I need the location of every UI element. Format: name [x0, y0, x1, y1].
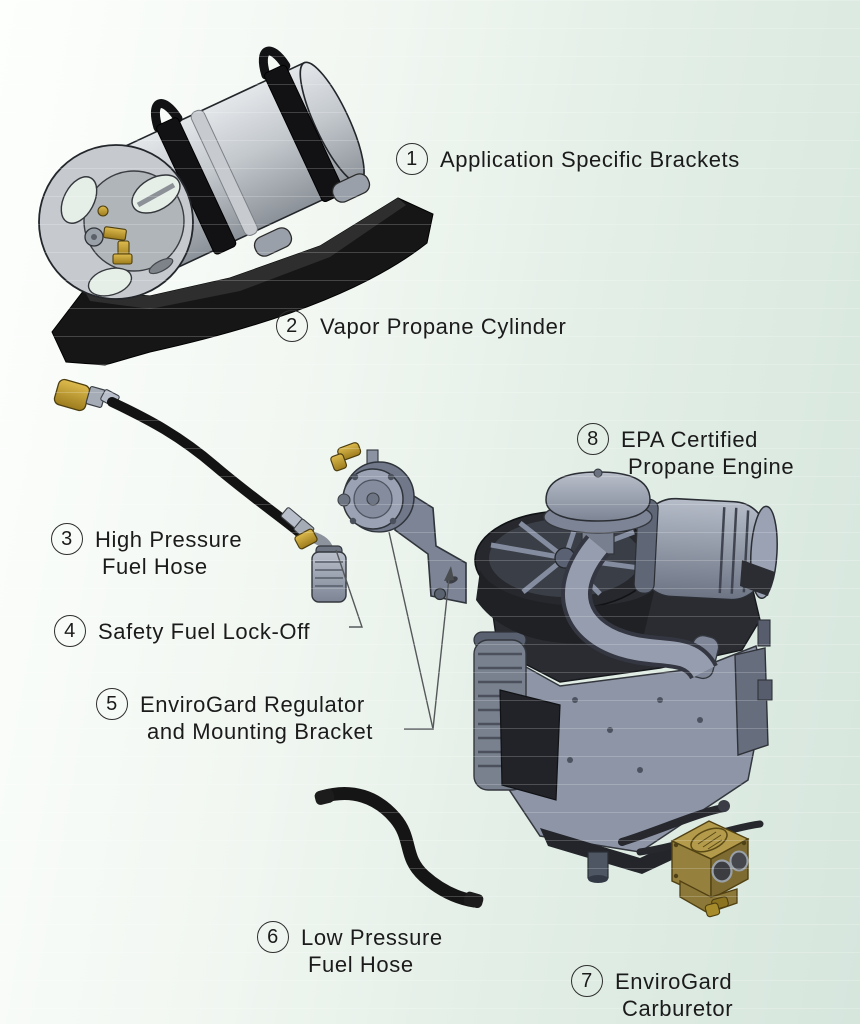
vapor-propane-cylinder — [38, 46, 371, 300]
lock-off-inlet — [294, 528, 318, 550]
callout-label: EnviroGard — [615, 969, 733, 994]
callout-number-badge: 4 — [54, 615, 86, 647]
carb-bore — [711, 859, 733, 883]
callout-number-badge: 2 — [276, 310, 308, 342]
hose-end — [314, 788, 335, 805]
canister-bracket — [740, 560, 775, 596]
callout-label-line2: Carburetor — [622, 996, 734, 1021]
callout-label: Vapor Propane Cylinder — [320, 314, 567, 339]
lock-off-body — [311, 551, 347, 603]
carb-bore — [729, 850, 749, 872]
callout-4-safety-fuel-lock-off: 4 Safety Fuel Lock-Off — [54, 615, 311, 647]
callout-label-line2: Fuel Hose — [102, 554, 208, 579]
hose-line — [107, 397, 311, 543]
leader-lock-off — [335, 549, 363, 628]
callout-label-line2: Propane Engine — [628, 454, 795, 479]
crankshaft — [587, 851, 609, 879]
callout-label: Safety Fuel Lock-Off — [98, 619, 311, 644]
callout-number-badge: 6 — [257, 921, 289, 953]
callout-label: EnviroGard Regulator — [140, 692, 365, 717]
callout-number-badge: 8 — [577, 423, 609, 455]
high-pressure-fuel-hose — [53, 378, 335, 555]
low-pressure-fuel-hose — [314, 787, 484, 909]
engine-pto-plate — [734, 647, 769, 756]
callout-label: EPA Certified — [621, 427, 759, 452]
leader-lines — [335, 531, 450, 730]
safety-fuel-lock-off — [294, 528, 347, 603]
collar-cutout — [60, 176, 98, 224]
hose-line — [315, 787, 481, 908]
engine-side-panel — [499, 689, 561, 801]
leader-regulator — [388, 531, 434, 730]
control-lever — [618, 804, 728, 846]
callout-2-vapor-propane-cylinder: 2 Vapor Propane Cylinder — [276, 310, 567, 342]
face-slot — [148, 257, 174, 275]
collar-cutout — [87, 267, 133, 297]
leader-bracket — [432, 577, 450, 730]
leader-arrowhead — [444, 566, 454, 581]
callout-number-badge: 7 — [571, 965, 603, 997]
callout-label: Low Pressure — [301, 925, 443, 950]
callout-label: Application Specific Brackets — [440, 147, 740, 172]
air-filter-canister — [633, 497, 778, 601]
callout-1-application-specific-brackets: 1 Application Specific Brackets — [396, 143, 740, 175]
saddle-clamp — [253, 227, 293, 257]
collar-handle-bar — [136, 182, 176, 208]
hose-end — [463, 891, 484, 909]
epa-certified-propane-engine — [473, 468, 778, 883]
saddle-clamp — [331, 173, 371, 203]
rear-strap-handle — [258, 46, 291, 80]
pol-fitting — [53, 378, 91, 412]
envirogard-carburetor — [670, 820, 750, 918]
callout-label-line2: Fuel Hose — [308, 952, 414, 977]
callout-number-badge: 5 — [96, 688, 128, 720]
callout-label: High Pressure — [95, 527, 243, 552]
bracket-bolt — [433, 587, 447, 601]
tank-weld-seam — [190, 109, 258, 236]
engine-bolts — [567, 697, 703, 773]
callout-number-badge: 1 — [396, 143, 428, 175]
intake-elbow-tube — [561, 535, 718, 681]
air-cleaner-cover — [543, 468, 653, 555]
tank-service-valve — [84, 205, 133, 265]
carb-emblem — [690, 827, 728, 853]
callout-number-badge: 3 — [51, 523, 83, 555]
callout-label-line2: and Mounting Bracket — [147, 719, 374, 744]
front-strap-handle — [150, 99, 183, 133]
